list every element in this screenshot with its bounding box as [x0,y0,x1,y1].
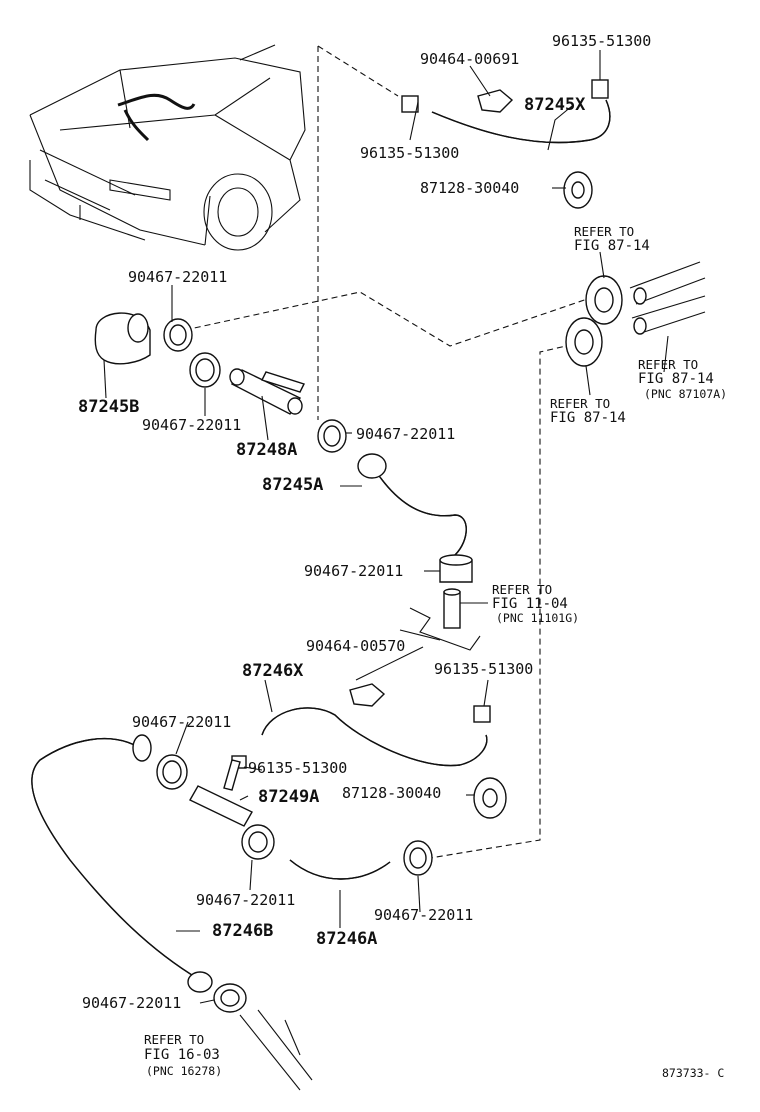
label-87246x: 87246X [242,661,304,681]
car-sketch-illustration [29,44,306,251]
refer-mid-line2: FIG 87-14 [638,371,714,387]
label-87245a: 87245A [262,475,323,495]
label-90467-22011-g: 90467-22011 [82,994,181,1012]
engine-water-outlet [399,588,481,651]
refer-mid-line1: REFER TO [638,357,698,372]
dashed-reference-lines [184,45,597,859]
hose-87246x-assembly [231,683,507,819]
refer-engine-line3: (PNC 11101G) [496,611,579,625]
pipe-87248a [229,368,305,415]
label-96135-51300-mid: 96135-51300 [434,660,533,678]
refer-bottom-line2: FIG 16-03 [144,1047,220,1063]
hose-clip-96135-left [401,95,419,113]
label-96135-51300-low: 96135-51300 [248,759,347,777]
label-90464-00691: 90464-00691 [420,50,519,68]
hose-87246b [31,734,213,993]
label-96135-51300-top: 96135-51300 [552,32,651,50]
part-number-labels: 96135-51300 90464-00691 87245X 96135-513… [78,32,727,1080]
refer-low-line1: REFER TO [550,396,610,411]
pipe-87249a-assembly [156,754,275,860]
label-87246b: 87246B [212,921,273,941]
upper-hose-87245x-assembly [401,79,611,209]
label-87246a: 87246A [316,929,377,949]
refer-engine-line2: FIG 11-04 [492,596,568,612]
label-90464-00570: 90464-00570 [306,637,405,655]
hose-clamp-bracket-90464-00570 [349,683,386,707]
label-87128-30040-low: 87128-30040 [342,784,441,802]
label-90467-22011-f: 90467-22011 [196,891,295,909]
label-90467-22011-b: 90467-22011 [142,416,241,434]
label-90467-22011-e: 90467-22011 [132,713,231,731]
label-90467-22011-d: 90467-22011 [304,562,403,580]
refer-low-line2: FIG 87-14 [550,410,626,426]
refer-top-line2: FIG 87-14 [574,238,650,254]
refer-bottom-line1: REFER TO [144,1032,204,1047]
refer-top-line1: REFER TO [574,224,634,239]
refer-mid-line3: (PNC 87107A) [644,387,727,401]
hose-87245b-assembly [94,312,221,388]
label-87128-30040-top: 87128-30040 [420,179,519,197]
hose-clamp-bracket-90464-00691 [477,89,514,113]
label-90467-22011-a: 90467-22011 [128,268,227,286]
hose-87245a-assembly [317,419,473,583]
leader-lines [103,50,669,1004]
diagram-code: 873733- C [662,1066,724,1080]
label-87248a: 87248A [236,440,297,460]
hose-clip-96135-top [591,79,609,99]
label-90467-22011-h: 90467-22011 [374,906,473,924]
refer-engine-line1: REFER TO [492,582,552,597]
label-87245x: 87245X [524,95,586,115]
hose-87246a-assembly [289,840,433,880]
hose-clip-96135-mid [473,705,491,723]
label-90467-22011-c: 90467-22011 [356,425,455,443]
heater-core-pipes [565,261,706,367]
label-87245b: 87245B [78,397,139,417]
label-87249a: 87249A [258,787,319,807]
refer-bottom-line3: (PNC 16278) [146,1064,222,1078]
label-96135-51300-left: 96135-51300 [360,144,459,162]
bottom-connection [213,983,313,1091]
